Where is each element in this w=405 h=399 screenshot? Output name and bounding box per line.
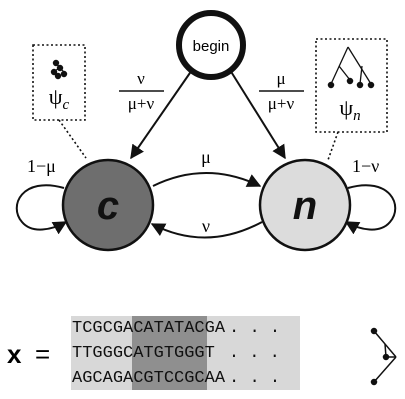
- small-tree-icon: [370, 327, 397, 386]
- begin-state: begin: [176, 10, 246, 80]
- begin-to-n-prob: μ μ+ν: [259, 69, 304, 113]
- begin-to-n-arrow: [229, 69, 286, 160]
- alignment-row-2: TTGGGCATGTGGGT. . .: [72, 344, 280, 363]
- begin-to-c-den: μ+ν: [128, 94, 155, 113]
- begin-to-c-arrow: [130, 69, 193, 160]
- begin-label: begin: [193, 38, 230, 55]
- state-c-label: c: [97, 184, 119, 228]
- state-n-label: n: [293, 184, 317, 228]
- sequence-alignment: x = TCGCGACATATACGA. . . TTGGGCATGTGGGT.…: [7, 316, 397, 390]
- n-self-loop: [344, 184, 397, 235]
- begin-to-n-den: μ+ν: [268, 94, 295, 113]
- alignment-row-1: TCGCGACATATACGA. . .: [72, 319, 280, 338]
- n-to-c-arrow: [150, 221, 263, 239]
- alignment-row-3: AGCAGACGTCCGCAA. . .: [72, 369, 280, 388]
- n-self-prob: 1−ν: [352, 156, 379, 176]
- alignment-dark-block: [132, 316, 207, 390]
- state-n: n: [258, 158, 352, 252]
- c-self-loop: [15, 184, 68, 235]
- begin-to-n-num: μ: [276, 69, 285, 88]
- alignment-x-label: x: [7, 339, 22, 369]
- state-c: c: [61, 158, 155, 252]
- c-to-n-prob: μ: [201, 147, 211, 167]
- psi-n-label: ψn: [339, 95, 360, 124]
- c-self-prob: 1−μ: [27, 156, 56, 176]
- begin-to-c-num: ν: [137, 69, 145, 88]
- psi-c-label: ψc: [49, 84, 70, 113]
- alignment-equals: =: [35, 339, 50, 369]
- c-to-n-arrow: [152, 172, 262, 187]
- clustered-points-icon: [50, 59, 68, 80]
- emission-box-n: ψn: [315, 38, 388, 161]
- emission-box-c: ψc: [32, 44, 87, 159]
- tree-icon: [327, 46, 375, 89]
- n-to-c-prob: ν: [202, 216, 210, 236]
- begin-to-c-prob: ν μ+ν: [119, 69, 164, 113]
